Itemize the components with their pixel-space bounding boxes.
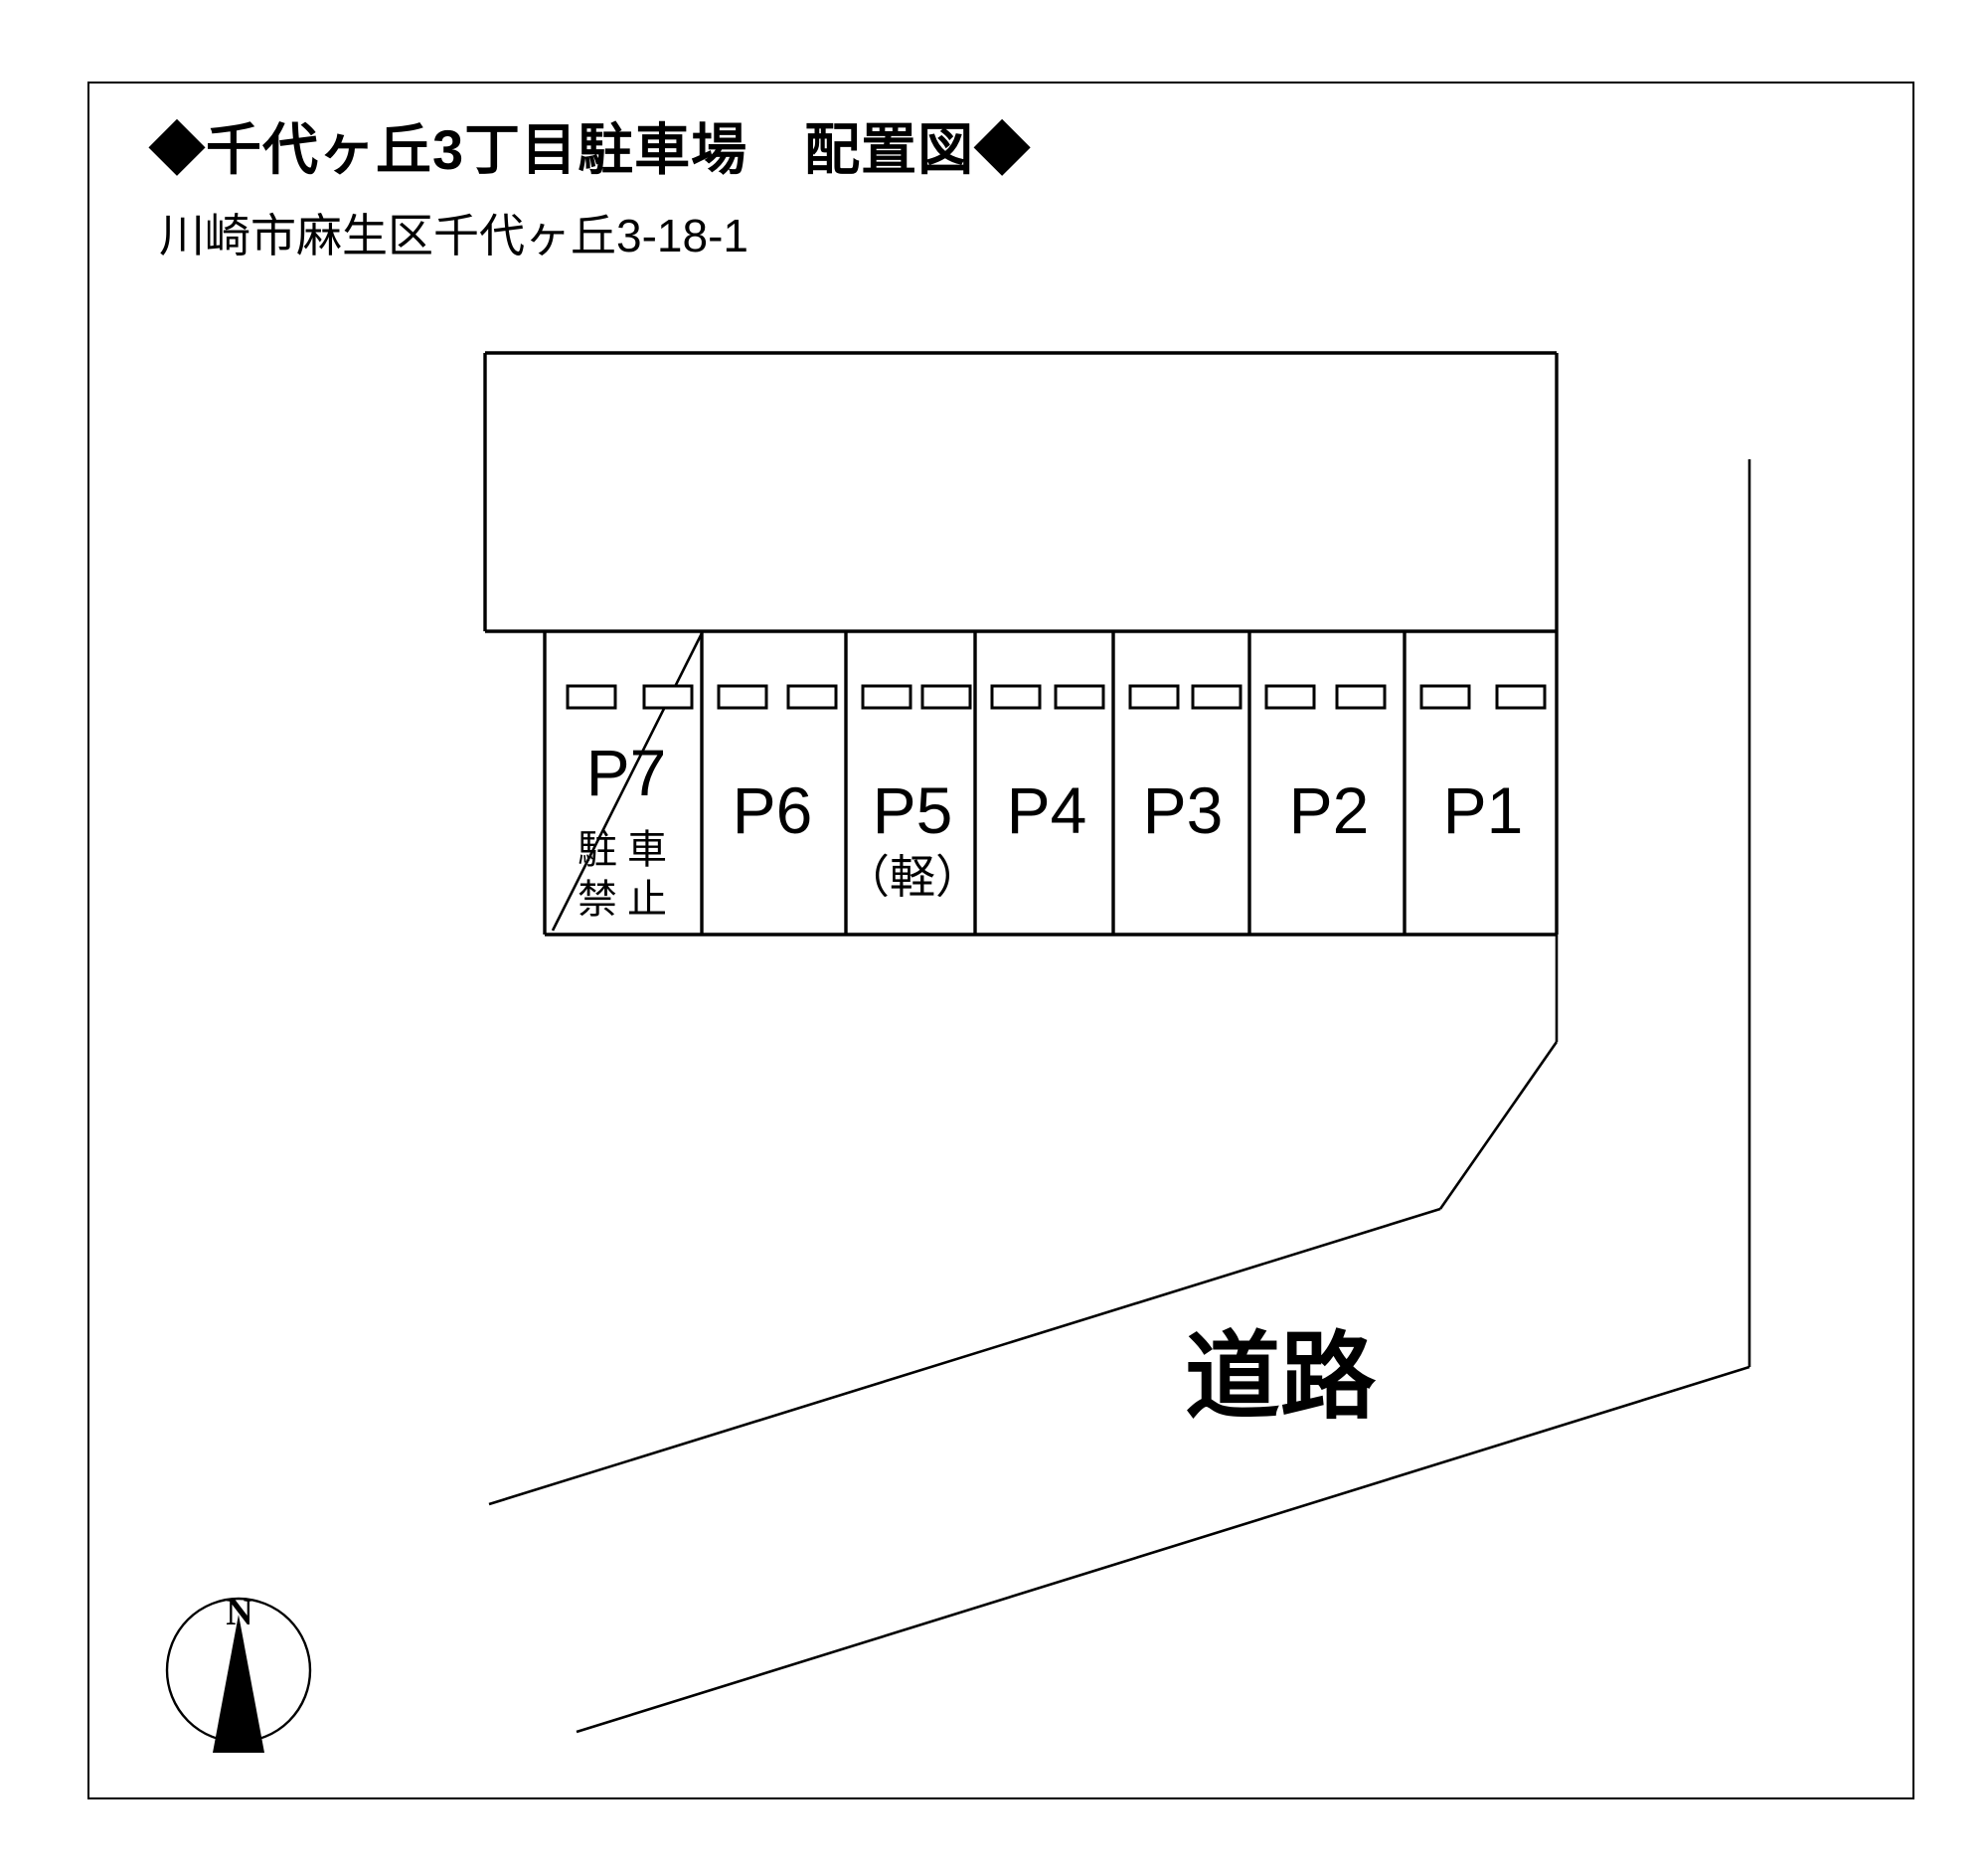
drawing-frame <box>87 82 1914 1799</box>
compass-needle-north <box>213 1615 264 1753</box>
stall-sublabel-p5: （軽） <box>844 851 981 903</box>
compass-rose: N <box>165 1592 312 1753</box>
page-title: ◆千代ヶ丘3丁目駐車場 配置図◆ <box>149 118 1032 181</box>
stall-label-p5: P5 <box>873 773 953 847</box>
no-parking-char-3: 禁 <box>578 878 617 922</box>
wheel-stop <box>1054 684 1105 710</box>
lot-chamfer-edge <box>1438 1041 1559 1210</box>
wheel-stop <box>1335 684 1387 710</box>
wheel-stop <box>920 684 972 710</box>
wheel-stop <box>861 684 912 710</box>
wheel-stop <box>642 684 694 710</box>
no-parking-char-4: 止 <box>627 878 667 922</box>
wheel-stop <box>1495 684 1547 710</box>
wheel-stop <box>786 684 838 710</box>
compass-north-label: N <box>226 1592 252 1633</box>
stall-label-p3: P3 <box>1143 773 1224 847</box>
site-address: 川崎市麻生区千代ヶ丘3-18-1 <box>159 210 748 261</box>
stall-label-p7: P7 <box>586 736 667 809</box>
road-south-kerb <box>576 1365 1750 1734</box>
wheel-stop <box>566 684 617 710</box>
road-area: 道路 <box>488 459 1751 1734</box>
p7-strikeout-line <box>551 632 704 932</box>
stall-label-p6: P6 <box>733 773 813 847</box>
wheel-stop <box>1191 684 1242 710</box>
road-label: 道路 <box>1185 1324 1377 1431</box>
p7-no-parking-note: 駐 禁 車 止 <box>578 828 667 922</box>
no-parking-char-1: 駐 <box>578 828 617 872</box>
wheel-stop <box>1264 684 1316 710</box>
stall-label-p4: P4 <box>1007 773 1087 847</box>
lot-outline <box>483 351 1559 633</box>
wheel-stop <box>717 684 768 710</box>
road-north-kerb <box>488 1207 1441 1506</box>
stall-label-p1: P1 <box>1443 773 1524 847</box>
wheel-stop <box>1128 684 1180 710</box>
stall-label-p2: P2 <box>1289 773 1370 847</box>
wheel-stop <box>1419 684 1471 710</box>
parking-stall-row: P7 駐 禁 車 止 P6 P5 （軽） P4 P3 P2 P1 <box>543 631 1559 937</box>
wheel-stop <box>990 684 1042 710</box>
no-parking-char-2: 車 <box>627 828 667 872</box>
wheel-stops <box>566 684 1547 710</box>
